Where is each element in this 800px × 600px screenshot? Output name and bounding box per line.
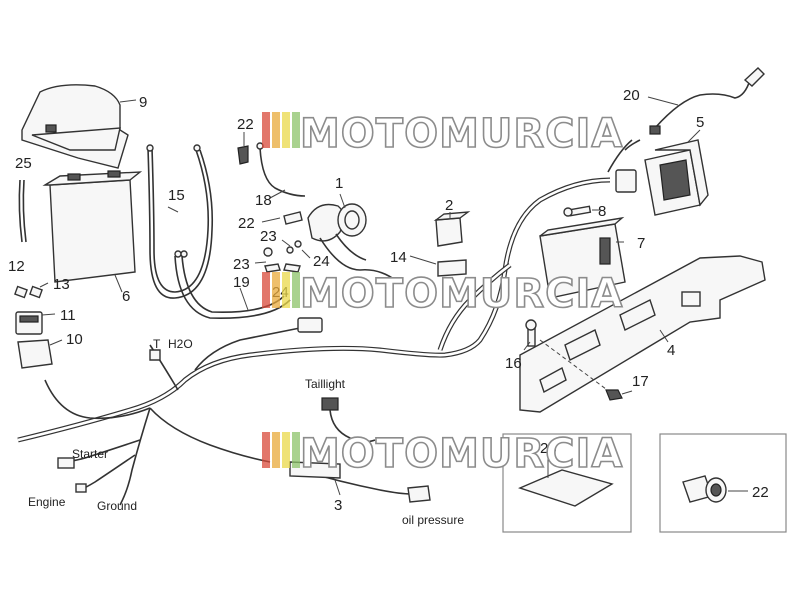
- watermark-brand-top: MOTOMURCIA: [300, 111, 623, 157]
- callout-8: 8: [598, 203, 606, 220]
- callout-6: 6: [122, 288, 130, 305]
- callout-7: 7: [637, 235, 645, 252]
- callout-22b: 22: [238, 215, 255, 232]
- callout-20: 20: [623, 87, 640, 104]
- label-taillight: Taillight: [305, 377, 346, 391]
- strap-part: [18, 179, 27, 243]
- screw-part: [563, 205, 600, 217]
- inset-panel-26: [502, 433, 632, 533]
- label-h2o: H2O: [168, 337, 193, 351]
- callout-14: 14: [390, 249, 407, 266]
- callout-17: 17: [632, 373, 649, 390]
- watermark-top: MOTOMURCIA: [262, 110, 623, 158]
- watermark-brand-middle: MOTOMURCIA: [300, 271, 623, 317]
- label-starter: Starter: [72, 447, 108, 461]
- callout-23a: 23: [260, 228, 277, 245]
- fuse-part: [14, 282, 49, 299]
- callout-4: 4: [667, 342, 675, 359]
- inset-panel-22: [659, 433, 787, 533]
- wire-labels: T H2O Taillight Starter Engine Ground oi…: [28, 337, 464, 527]
- callout-22c: 22: [752, 484, 769, 501]
- battery-part: [42, 170, 143, 293]
- callout-23b: 23: [233, 256, 250, 273]
- callout-1: 1: [335, 175, 343, 192]
- starter-relay-part: [254, 193, 399, 283]
- callout-26: 26: [540, 440, 557, 457]
- callout-5: 5: [696, 114, 704, 131]
- watermark-middle: MOTOMURCIA: [262, 270, 623, 318]
- callout-labels: 9 25 6 12 13 11 10 15 19 22 18 22 23 23 …: [8, 87, 769, 514]
- callout-16: 16: [505, 355, 522, 372]
- label-engine: Engine: [28, 495, 66, 509]
- ground-cable-part: [174, 250, 291, 319]
- callout-24a: 24: [313, 253, 330, 270]
- callout-9: 9: [139, 94, 147, 111]
- label-ground: Ground: [97, 499, 137, 513]
- control-unit-part: [539, 216, 626, 299]
- callout-22a: 22: [237, 116, 254, 133]
- callout-11: 11: [60, 307, 76, 324]
- battery-cover-part: [21, 84, 137, 169]
- nut-part: [605, 389, 633, 401]
- callout-10: 10: [66, 331, 83, 348]
- starter-cable-part: [237, 132, 306, 199]
- callout-18: 18: [255, 192, 272, 209]
- watermark-brand-bottom: MOTOMURCIA: [300, 431, 623, 477]
- battery-cable-part: [146, 144, 214, 299]
- callout-2: 2: [445, 197, 453, 214]
- callout-12: 12: [8, 258, 25, 275]
- callout-25: 25: [15, 155, 32, 172]
- sensor-cable-part: [624, 67, 765, 151]
- bolt-part: [523, 319, 611, 393]
- watermark-bottom: MOTOMURCIA: [262, 430, 623, 478]
- voltage-regulator-part: [607, 129, 709, 216]
- main-wiring-harness-part: [17, 177, 611, 506]
- callout-3: 3: [334, 497, 342, 514]
- fuse-box-part: [15, 311, 63, 369]
- mounting-bracket-part: [519, 255, 766, 413]
- callout-13: 13: [53, 276, 70, 293]
- relay-part: [409, 211, 471, 277]
- callout-19: 19: [233, 274, 250, 291]
- label-oil-pressure: oil pressure: [402, 513, 464, 527]
- callout-15: 15: [168, 187, 185, 204]
- label-h2o-t: T: [153, 337, 161, 351]
